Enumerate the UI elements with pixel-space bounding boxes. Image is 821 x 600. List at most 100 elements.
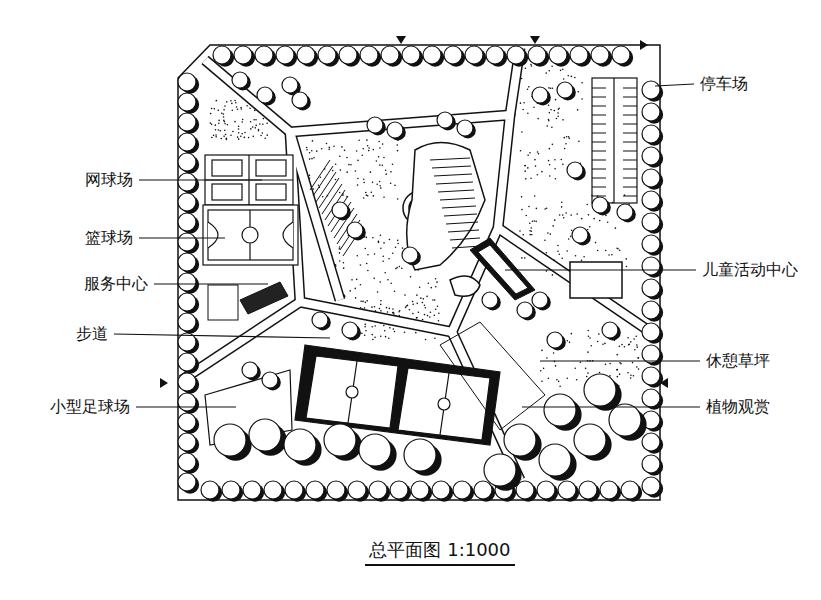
hatch-line [430,158,470,160]
stipple-dot [217,110,219,112]
stipple-dot [438,320,440,322]
stipple-dot [383,157,385,159]
stipple-dot [562,214,564,216]
stipple-dot [356,279,358,281]
stipple-dot [223,113,225,115]
stipple-dot [386,307,388,309]
stipple-dot [262,124,264,126]
tree-canopy [359,434,391,466]
stipple-dot [249,108,251,110]
stipple-dot [370,171,372,173]
tree-canopy [642,257,660,275]
stipple-dot [544,208,546,210]
stipple-dot [339,155,341,157]
tree-canopy [178,393,196,411]
children-center [450,238,622,300]
stipple-dot [560,70,562,72]
stipple-dot [566,136,568,138]
stipple-dot [532,220,534,222]
tree-canopy [292,92,308,108]
stipple-dot [574,367,576,369]
stipple-dot [559,214,561,216]
tree-canopy [444,46,462,64]
stall-line [592,133,606,134]
stipple-dot [240,107,242,109]
stipple-dot [309,158,311,160]
stipple-dot [385,173,387,175]
stipple-dot [637,357,639,359]
stipple-dot [264,138,266,140]
tree-canopy [570,46,588,64]
stipple-dot [570,214,572,216]
tree-canopy [214,424,246,456]
leader-line [540,360,700,361]
stipple-dot [565,212,567,214]
tree-canopy [642,235,660,253]
stipple-dot [357,184,359,186]
tree-canopy [591,46,609,64]
stipple-dot [376,160,378,162]
stall-line [592,169,606,170]
stipple-dot [535,221,537,223]
stipple-dot [380,335,382,337]
tree-canopy [178,413,196,431]
callout-label: 植物观赏 [704,397,772,416]
stipple-dot [580,361,582,363]
stall-line [592,160,606,161]
stipple-dot [562,119,564,121]
stipple-dot [627,337,629,339]
stipple-dot [379,185,381,187]
tree-canopy [243,481,261,499]
tree-canopy [557,82,573,98]
stall-line [623,169,637,170]
tree-canopy [242,362,258,378]
tree-canopy [332,202,348,218]
hatch-line [440,198,475,200]
stipple-dot [537,118,539,120]
stall-line [623,115,637,116]
stipple-dot [635,335,637,337]
stall-line [592,178,606,179]
stipple-dot [340,169,342,171]
stipple-dot [372,237,374,239]
stipple-dot [311,158,313,160]
stipple-dot [633,338,635,340]
stipple-dot [528,86,530,88]
tree-canopy [232,72,248,88]
stipple-dot [554,159,556,161]
stipple-dot [605,250,607,252]
stipple-dot [410,276,412,278]
stipple-dot [546,125,548,127]
tree-canopy [642,169,660,187]
stipple-dot [531,65,533,67]
stipple-dot [412,313,414,315]
stipple-dot [429,316,431,318]
stipple-dot [380,187,382,189]
stipple-dot [524,165,526,167]
stipple-dot [568,238,570,240]
hatch-line [442,206,476,208]
tree-canopy [178,273,196,291]
stipple-dot [636,366,638,368]
stipple-dot [383,242,385,244]
stipple-dot [561,257,563,259]
tree-canopy [532,87,548,103]
stall-line [623,151,637,152]
tree-canopy [318,46,336,64]
stipple-dot [382,260,384,262]
stipple-dot [617,376,619,378]
stipple-dot [394,331,396,333]
stipple-dot [253,119,255,121]
stipple-dot [537,174,539,176]
stipple-dot [366,263,368,265]
stipple-dot [531,234,533,236]
entrance-marks [160,36,668,388]
stipple-dot [619,249,621,251]
stall-line [623,142,637,143]
stipple-dot [366,300,368,302]
stipple-dot [555,365,557,367]
stipple-dot [215,129,217,131]
tree-canopy [642,103,660,121]
stipple-dot [357,178,359,180]
stall-line [592,196,606,197]
